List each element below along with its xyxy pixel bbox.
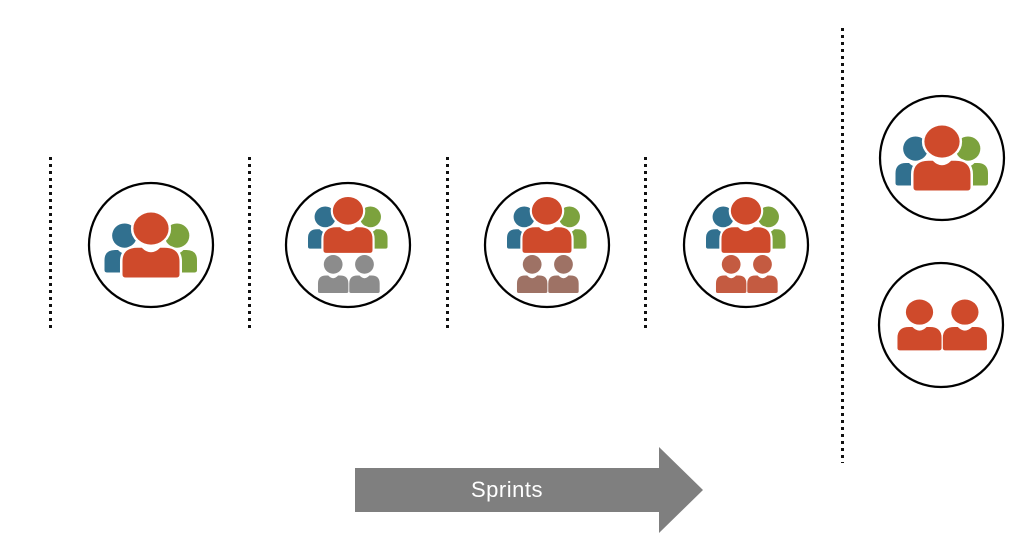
sprints-arrow-label: Sprints xyxy=(471,477,543,502)
sprint-boundary-line-3 xyxy=(446,157,449,332)
final-core-team-circle xyxy=(878,94,1006,222)
sprint-boundary-line-4 xyxy=(644,157,647,332)
sprint-4-team-circle xyxy=(682,181,810,309)
sprints-arrow xyxy=(355,447,703,533)
arrow-shape xyxy=(355,447,703,533)
final-pair-circle xyxy=(877,261,1005,389)
release-boundary-line xyxy=(841,28,844,463)
circle-outline xyxy=(877,261,1005,389)
sprint-boundary-line-2 xyxy=(248,157,251,332)
sprint-boundary-line-1 xyxy=(49,157,52,332)
sprint-1-team-circle xyxy=(87,181,215,309)
sprint-3-team-circle xyxy=(483,181,611,309)
sprint-2-team-circle xyxy=(284,181,412,309)
